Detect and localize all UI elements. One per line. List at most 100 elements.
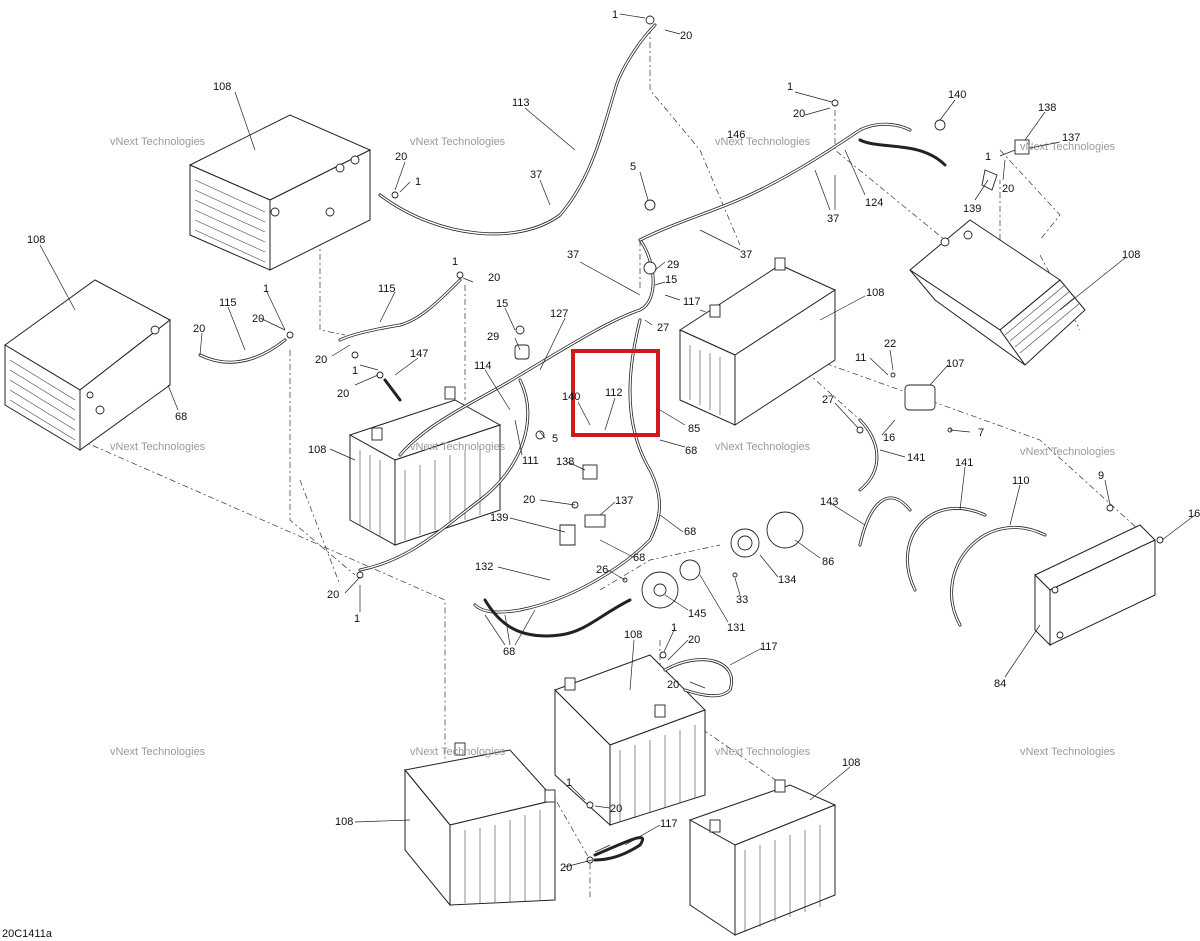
callout-134: 134 xyxy=(778,574,796,586)
callout-124: 124 xyxy=(865,197,883,209)
callout-139: 139 xyxy=(490,512,508,524)
callout-11: 11 xyxy=(855,352,866,364)
callout-20: 20 xyxy=(560,862,572,874)
drawing-reference-code: 20C1411a xyxy=(2,928,53,940)
callout-1: 1 xyxy=(354,613,360,625)
callout-20: 20 xyxy=(1002,183,1014,195)
battery-108-center-left xyxy=(348,386,502,546)
callout-131: 131 xyxy=(727,622,745,634)
callout-68: 68 xyxy=(684,526,696,538)
callout-20: 20 xyxy=(688,634,700,646)
watermark: vNext Technologies xyxy=(110,136,206,148)
callout-5: 5 xyxy=(552,433,558,445)
callout-111: 111 xyxy=(522,455,539,467)
callout-20: 20 xyxy=(327,589,339,601)
callout-15: 15 xyxy=(665,274,677,286)
callout-117: 117 xyxy=(660,818,678,830)
callout-16: 16 xyxy=(1188,508,1200,520)
callout-27: 27 xyxy=(822,394,834,406)
hardware xyxy=(286,15,1164,864)
callout-27: 27 xyxy=(657,322,669,334)
callout-140: 140 xyxy=(562,391,580,403)
watermark: vNext Technologies xyxy=(410,441,506,453)
callout-112: 112 xyxy=(605,387,623,399)
callout-20: 20 xyxy=(667,679,679,691)
battery-108-center-right xyxy=(678,257,837,426)
callout-20: 20 xyxy=(337,388,349,400)
callout-117: 117 xyxy=(683,296,701,308)
callout-113: 113 xyxy=(512,97,530,109)
battery-108-bottom-left xyxy=(404,742,556,907)
battery-108-bottom-right xyxy=(688,779,837,936)
callout-20: 20 xyxy=(252,313,264,325)
callout-26: 26 xyxy=(596,564,608,576)
battery-108-left xyxy=(4,279,171,451)
callout-108: 108 xyxy=(27,234,45,246)
assembly-dash-lines xyxy=(79,28,1151,900)
callout-20: 20 xyxy=(395,151,407,163)
callout-145: 145 xyxy=(688,608,706,620)
callout-85: 85 xyxy=(688,423,700,435)
callout-1: 1 xyxy=(352,365,358,377)
callout-7: 7 xyxy=(978,427,984,439)
callout-16: 16 xyxy=(883,432,895,444)
callout-15: 15 xyxy=(496,298,508,310)
watermark: vNext Technologies xyxy=(410,746,506,758)
callout-143: 143 xyxy=(820,496,838,508)
callout-68: 68 xyxy=(175,411,187,423)
callout-1: 1 xyxy=(415,176,421,188)
callout-108: 108 xyxy=(213,81,231,93)
callout-139: 139 xyxy=(963,203,981,215)
battery-108-bottom-center xyxy=(554,654,706,827)
callout-33: 33 xyxy=(736,594,748,606)
callout-115: 115 xyxy=(378,283,396,295)
callout-20: 20 xyxy=(793,108,805,120)
watermark: vNext Technologies xyxy=(410,136,506,148)
callout-1: 1 xyxy=(263,283,269,295)
callout-1: 1 xyxy=(612,9,618,21)
battery-108-top-left xyxy=(188,114,372,271)
callout-108: 108 xyxy=(308,444,326,456)
callout-20: 20 xyxy=(610,803,622,815)
callout-1: 1 xyxy=(671,622,677,634)
callout-137: 137 xyxy=(615,495,633,507)
callout-108: 108 xyxy=(335,816,353,828)
cables xyxy=(198,23,1047,862)
callout-108: 108 xyxy=(1122,249,1140,261)
callout-20: 20 xyxy=(523,494,535,506)
callout-20: 20 xyxy=(680,30,692,42)
callout-1: 1 xyxy=(985,151,991,163)
callout-68: 68 xyxy=(685,445,697,457)
callout-20: 20 xyxy=(488,272,500,284)
callout-20: 20 xyxy=(193,323,205,335)
callout-137: 137 xyxy=(1062,132,1080,144)
watermark: vNext Technologies xyxy=(1020,746,1116,758)
callout-146: 146 xyxy=(727,129,745,141)
callout-141: 141 xyxy=(907,452,925,464)
callout-117: 117 xyxy=(760,641,778,653)
callout-1: 1 xyxy=(452,256,458,268)
callout-127: 127 xyxy=(550,308,568,320)
callout-1: 1 xyxy=(566,777,572,789)
callout-68: 68 xyxy=(503,646,515,658)
callout-115: 115 xyxy=(219,297,237,309)
callout-68: 68 xyxy=(633,552,645,564)
callout-22: 22 xyxy=(884,338,896,350)
callout-37: 37 xyxy=(530,169,542,181)
callout-labels: 1 20 108 113 37 20 1 1 20 140 146 138 13… xyxy=(27,9,1200,874)
callout-110: 110 xyxy=(1012,475,1030,487)
callout-108: 108 xyxy=(842,757,860,769)
callout-86: 86 xyxy=(822,556,834,568)
callout-141: 141 xyxy=(955,457,973,469)
callout-29: 29 xyxy=(487,331,499,343)
watermark: vNext Technologies xyxy=(715,441,811,453)
callout-1: 1 xyxy=(787,81,793,93)
callout-37: 37 xyxy=(740,249,752,261)
callout-20: 20 xyxy=(315,354,327,366)
watermark: vNext Technologies xyxy=(110,746,206,758)
callout-147: 147 xyxy=(410,348,428,360)
charger-box-84 xyxy=(1034,524,1156,647)
callout-37: 37 xyxy=(567,249,579,261)
callout-114: 114 xyxy=(474,360,492,372)
